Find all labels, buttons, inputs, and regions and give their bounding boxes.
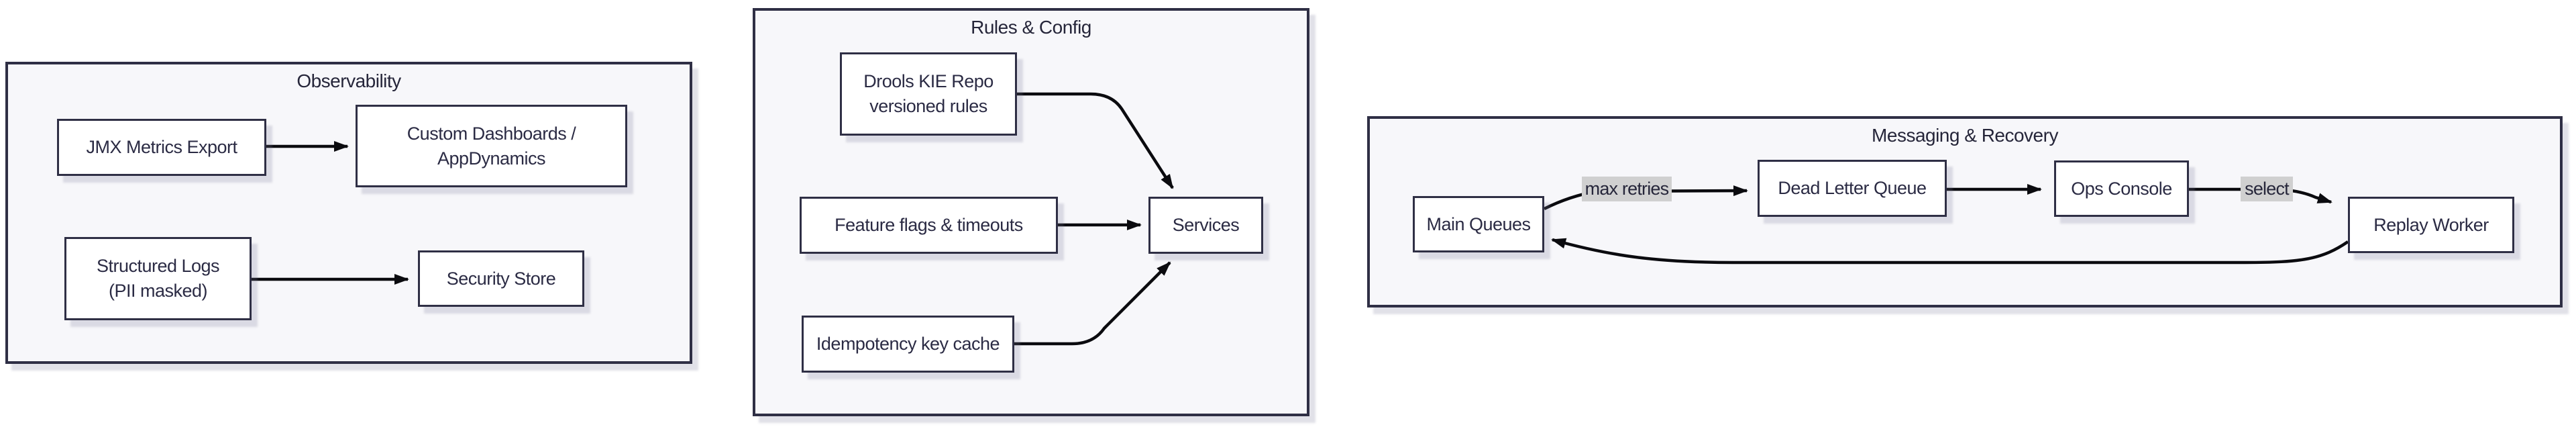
node-feature-flags-timeouts: Feature flags & timeouts [800, 197, 1058, 254]
node-label-line1: Structured Logs [96, 256, 220, 276]
edge-label-select: select [2241, 177, 2293, 201]
node-label-line1: Drools KIE Repo [863, 71, 994, 91]
node-label: Main Queues [1426, 214, 1531, 234]
node-replay-worker: Replay Worker [2348, 197, 2514, 253]
node-label-line2: AppDynamics [437, 148, 546, 169]
node-label: Ops Console [2071, 178, 2172, 199]
node-label: Services [1172, 215, 1240, 235]
node-label: Idempotency key cache [816, 334, 1000, 354]
node-drools-kie-repo-versioned-rules: Drools KIE Repo versioned rules [840, 52, 1017, 136]
node-label: Replay Worker [2373, 214, 2489, 235]
node-label: Feature flags & timeouts [835, 215, 1023, 235]
node-main-queues: Main Queues [1413, 196, 1544, 252]
node-dead-letter-queue: Dead Letter Queue [1758, 160, 1947, 217]
node-custom-dashboards-appdynamics: Custom Dashboards / AppDynamics [356, 105, 627, 187]
node-label: JMX Metrics Export [86, 137, 237, 157]
node-idempotency-key-cache: Idempotency key cache [802, 316, 1014, 373]
node-ops-console: Ops Console [2054, 160, 2189, 217]
node-jmx-metrics-export: JMX Metrics Export [57, 119, 266, 176]
node-structured-logs-pii-masked: Structured Logs (PII masked) [64, 237, 252, 320]
node-services: Services [1148, 197, 1263, 254]
node-label-line1: Custom Dashboards / [407, 123, 576, 144]
group-messaging-recovery-title: Messaging & Recovery [1872, 125, 2058, 146]
node-security-store: Security Store [418, 250, 584, 307]
node-label: Security Store [446, 268, 556, 289]
group-observability-title: Observability [297, 70, 401, 91]
node-label-line2: versioned rules [869, 96, 987, 116]
node-label-line2: (PII masked) [108, 281, 208, 301]
group-rules-config-title: Rules & Config [971, 17, 1091, 38]
node-label: Dead Letter Queue [1778, 178, 1927, 198]
edge-label-max-retries: max retries [1582, 177, 1672, 201]
